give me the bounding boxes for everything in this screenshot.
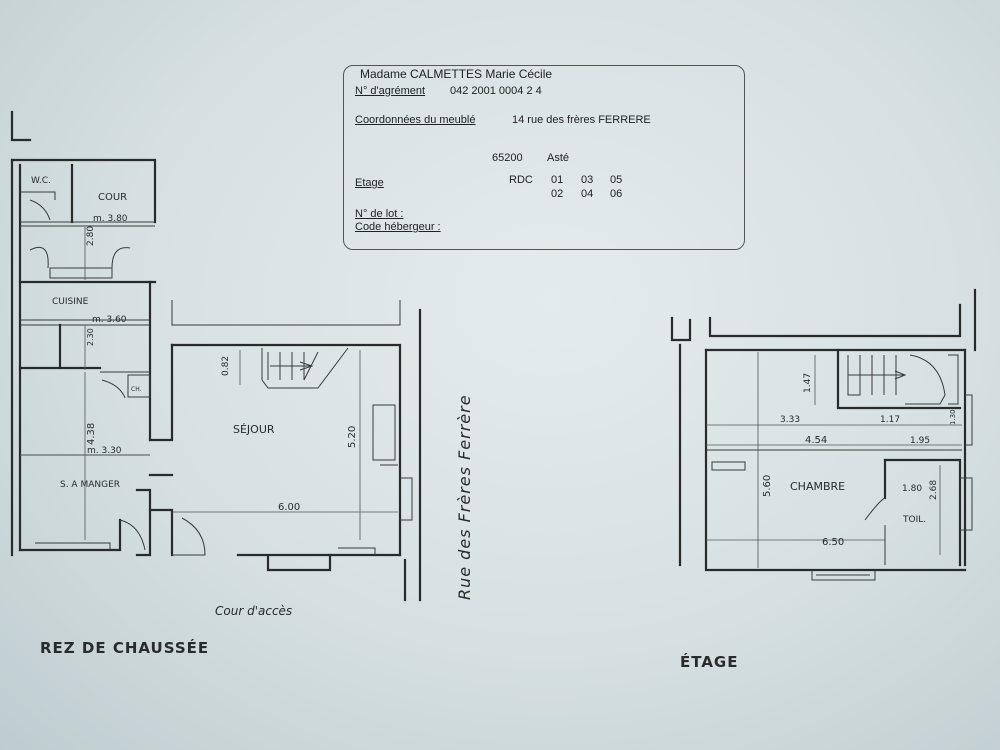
etage-05: 05 [610, 174, 623, 186]
room-label-sejour: SÉJOUR [233, 423, 275, 436]
code-label: Code hébergeur : [355, 221, 441, 233]
dim-sam-width: m. 3.30 [87, 446, 122, 456]
upper-floor-title: ÉTAGE [680, 652, 738, 671]
dim-cuisine-width: m. 3.60 [92, 315, 127, 325]
room-label-cuisine: CUISINE [52, 297, 89, 307]
lot-label: N° de lot : [355, 208, 404, 220]
dim-438: 4.38 [86, 423, 97, 445]
etage-01: 01 [551, 174, 564, 186]
address: 14 rue des frères FERRERE [512, 114, 651, 126]
dim-520: 5.20 [347, 426, 358, 448]
dim-333: 3.33 [780, 415, 800, 425]
postal-code: 65200 [492, 152, 523, 164]
dim-650: 6.50 [822, 537, 844, 548]
etage-02: 02 [551, 188, 564, 200]
room-label-ch: CH. [131, 386, 142, 393]
dim-cour-width: m. 3.80 [93, 214, 128, 224]
owner-name: Madame CALMETTES Marie Cécile [360, 67, 553, 81]
dim-082: 0.82 [221, 356, 231, 376]
dim-280: 2.80 [86, 226, 96, 246]
etage-06: 06 [610, 188, 623, 200]
dim-180: 1.80 [902, 484, 922, 494]
ground-floor-plan [10, 110, 422, 602]
room-label-toil: TOIL. [902, 515, 926, 525]
dim-117: 1.17 [880, 415, 900, 425]
dim-560: 5.60 [762, 475, 773, 497]
cour-acces-label: Cour d'accès [215, 604, 292, 618]
dim-195: 1.95 [910, 436, 930, 446]
street-label: Rue des Frères Ferrère [455, 394, 474, 600]
etage-rdc: RDC [509, 174, 533, 186]
agrement-label: N° d'agrément [355, 85, 426, 97]
etage-03: 03 [581, 174, 594, 186]
coord-label: Coordonnées du meublé [355, 114, 476, 126]
ground-floor-title: REZ DE CHAUSSÉE [40, 638, 209, 657]
dim-230: 2.30 [86, 328, 95, 346]
room-label-chambre: CHAMBRE [790, 480, 845, 493]
info-card: Madame CALMETTES Marie Cécile N° d'agrém… [343, 65, 745, 250]
city: Asté [547, 152, 570, 164]
etage-label: Etage [355, 177, 384, 189]
agrement-value: 042 2001 0004 2 4 [450, 85, 542, 97]
room-label-wc: W.C. [31, 176, 51, 186]
dim-130: 1.30 [949, 409, 957, 425]
dim-600: 6.00 [278, 502, 300, 513]
dim-268: 2.68 [929, 480, 939, 500]
etage-04: 04 [581, 188, 594, 200]
room-label-salle-a-manger: S. A MANGER [60, 480, 120, 490]
dim-147: 1.47 [803, 373, 813, 393]
upper-floor-plan [670, 288, 977, 581]
room-label-cour: COUR [98, 192, 127, 203]
dim-454: 4.54 [805, 435, 827, 446]
